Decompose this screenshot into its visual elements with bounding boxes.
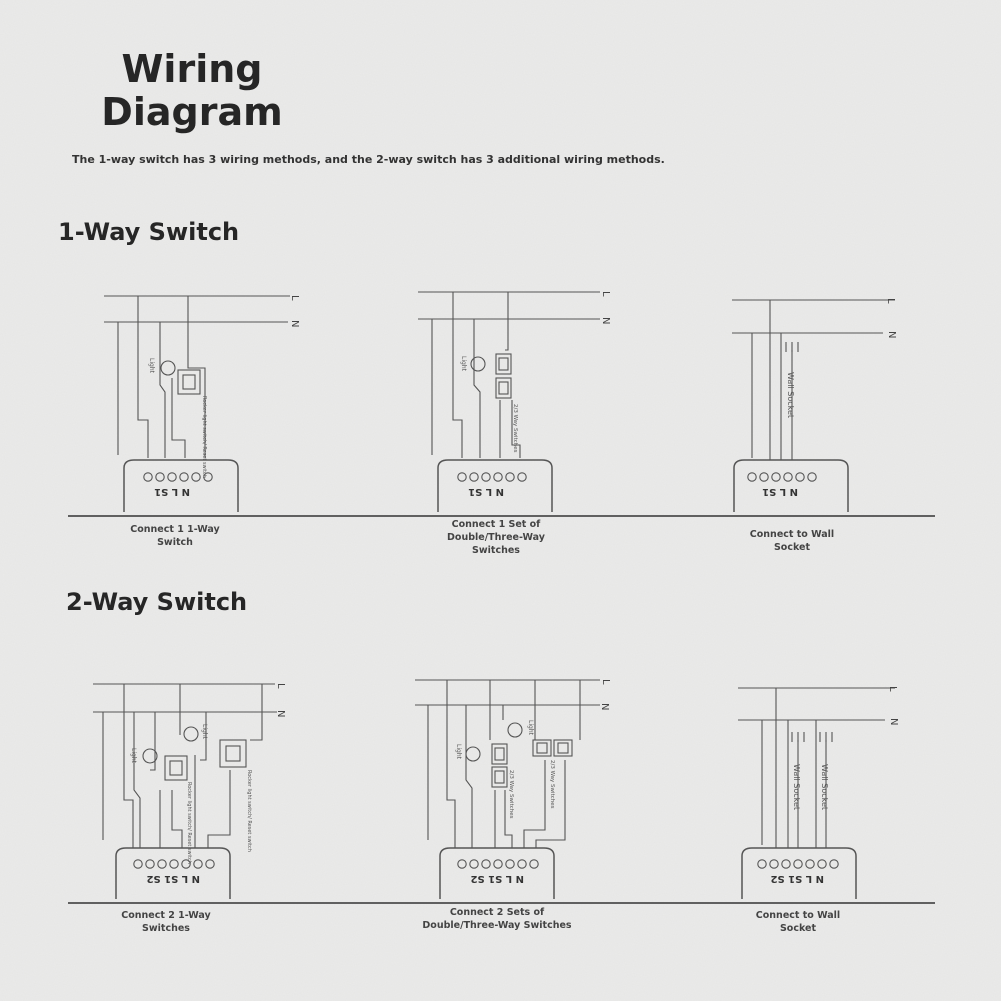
caption-diagram-4: Connect 2 1-Way Switches — [66, 909, 266, 935]
module-body — [123, 459, 239, 512]
socket-plug-icon — [819, 732, 833, 742]
caption-diagram-2: Connect 1 Set of Double/Three-Way Switch… — [396, 518, 596, 557]
two-three-way-label: 2/3 Way Switches — [549, 760, 555, 809]
terminal-screws — [133, 859, 215, 869]
two-three-way-switch-icon — [491, 743, 508, 765]
caption-line: Connect to Wall — [749, 529, 835, 540]
caption-line: Connect 1 Set of — [451, 519, 541, 530]
neutral-wire-label: N — [888, 718, 899, 725]
terminal-label: N L S1 S2 — [770, 873, 824, 884]
module-body — [733, 459, 849, 512]
caption-line: Switches — [472, 545, 520, 556]
neutral-wire-label: N — [599, 703, 610, 710]
caption-line: Socket — [779, 923, 817, 934]
rocker-switch-icon — [219, 739, 247, 768]
light-label: Light — [460, 356, 467, 372]
diagram-1-way-single: L N Light Rocker light switch/ Reset swi… — [104, 295, 300, 512]
terminal-label: N L S1 — [468, 486, 504, 497]
neutral-wire-label: N — [600, 317, 611, 324]
terminal-screws — [457, 859, 539, 869]
page-subtitle: The 1-way switch has 3 wiring methods, a… — [72, 153, 665, 166]
line-wire-label: L — [600, 291, 611, 297]
diagram-2-way-wall-socket: L N Wall Socket Wall Socket N L S1 S2 — [738, 686, 899, 899]
wall-socket-label: Wall Socket — [786, 372, 795, 418]
rocker-switch-label: Rocker light switch/ Reset switch — [186, 782, 192, 864]
module-body — [741, 847, 857, 899]
two-three-way-switch-icon — [532, 739, 552, 757]
neutral-wire-label: N — [886, 331, 897, 338]
line-wire-label: L — [289, 295, 300, 301]
caption-diagram-3: Connect to Wall Socket — [692, 528, 892, 554]
light-label: Light — [148, 358, 155, 374]
terminal-screws — [757, 859, 839, 869]
socket-plug-icon — [791, 732, 805, 742]
two-three-way-label: 2/3 Way Switches — [512, 404, 518, 453]
two-three-way-switch-icon — [495, 353, 512, 375]
line-wire-label: L — [275, 683, 286, 689]
caption-line: Switches — [142, 923, 190, 934]
caption-line: Connect to Wall — [755, 910, 841, 921]
light-icon — [160, 360, 176, 376]
rocker-switch-icon — [177, 369, 201, 395]
light-label: Light — [527, 720, 534, 736]
terminal-label: N L S1 S2 — [470, 873, 524, 884]
terminal-label: N L S1 — [762, 486, 798, 497]
diagram-1-way-double-three-way: L N Light 2/3 Way Switches N L S1 — [418, 291, 611, 512]
page-title: Wiring Diagram — [101, 47, 283, 134]
line-wire-label: L — [885, 298, 896, 304]
diagram-2-way-double-three-way: L N Light Light 2/3 Way Switches 2/3 Way… — [415, 679, 611, 899]
caption-line: Socket — [773, 542, 811, 553]
caption-diagram-6: Connect to Wall Socket — [698, 909, 898, 935]
light-label: Light — [130, 748, 137, 764]
light-label: Light — [201, 724, 208, 740]
light-icon — [183, 726, 199, 742]
rocker-switch-label: Rocker light switch/ Reset switch — [201, 396, 207, 478]
terminal-screws — [143, 472, 213, 482]
diagram-2-way-single: L N Light Light Rocker light switch/ Res… — [93, 683, 286, 899]
caption-line: Double/Three-Way — [447, 532, 545, 543]
caption-diagram-1: Connect 1 1-Way Switch — [75, 523, 275, 549]
caption-diagram-5: Connect 2 Sets of Double/Three-Way Switc… — [397, 906, 597, 932]
caption-line: Connect 2 Sets of — [449, 907, 545, 918]
wall-socket-label: Wall Socket — [820, 764, 829, 810]
caption-line: Switch — [157, 537, 193, 548]
two-three-way-label: 2/3 Way Switches — [508, 770, 514, 819]
terminal-screws — [457, 472, 527, 482]
neutral-wire-label: N — [289, 320, 300, 327]
wall-socket-label: Wall Socket — [792, 764, 801, 810]
line-wire-label: L — [887, 686, 898, 692]
light-icon — [470, 356, 486, 372]
terminal-screws — [747, 472, 817, 482]
light-icon — [465, 746, 481, 762]
caption-line: Connect 1 1-Way — [130, 524, 220, 535]
light-label: Light — [455, 744, 462, 760]
caption-line: Double/Three-Way Switches — [422, 920, 572, 931]
rocker-switch-label: Rocker light switch/ Reset switch — [246, 770, 252, 852]
light-icon — [142, 748, 158, 764]
module-body — [115, 847, 231, 899]
line-wire-label: L — [600, 679, 611, 685]
neutral-wire-label: N — [275, 710, 286, 717]
diagram-1-way-wall-socket: L N Wall Socket N L S1 — [732, 298, 897, 512]
module-body — [439, 847, 555, 899]
socket-plug-icon — [785, 342, 799, 352]
light-icon — [507, 722, 523, 738]
terminal-label: N L S1 S2 — [146, 873, 200, 884]
section-title-2-way: 2-Way Switch — [66, 588, 248, 616]
caption-line: Connect 2 1-Way — [121, 910, 211, 921]
module-body — [437, 459, 553, 512]
section-title-1-way: 1-Way Switch — [58, 218, 240, 246]
rocker-switch-icon — [164, 755, 188, 781]
terminal-label: N L S1 — [154, 486, 190, 497]
